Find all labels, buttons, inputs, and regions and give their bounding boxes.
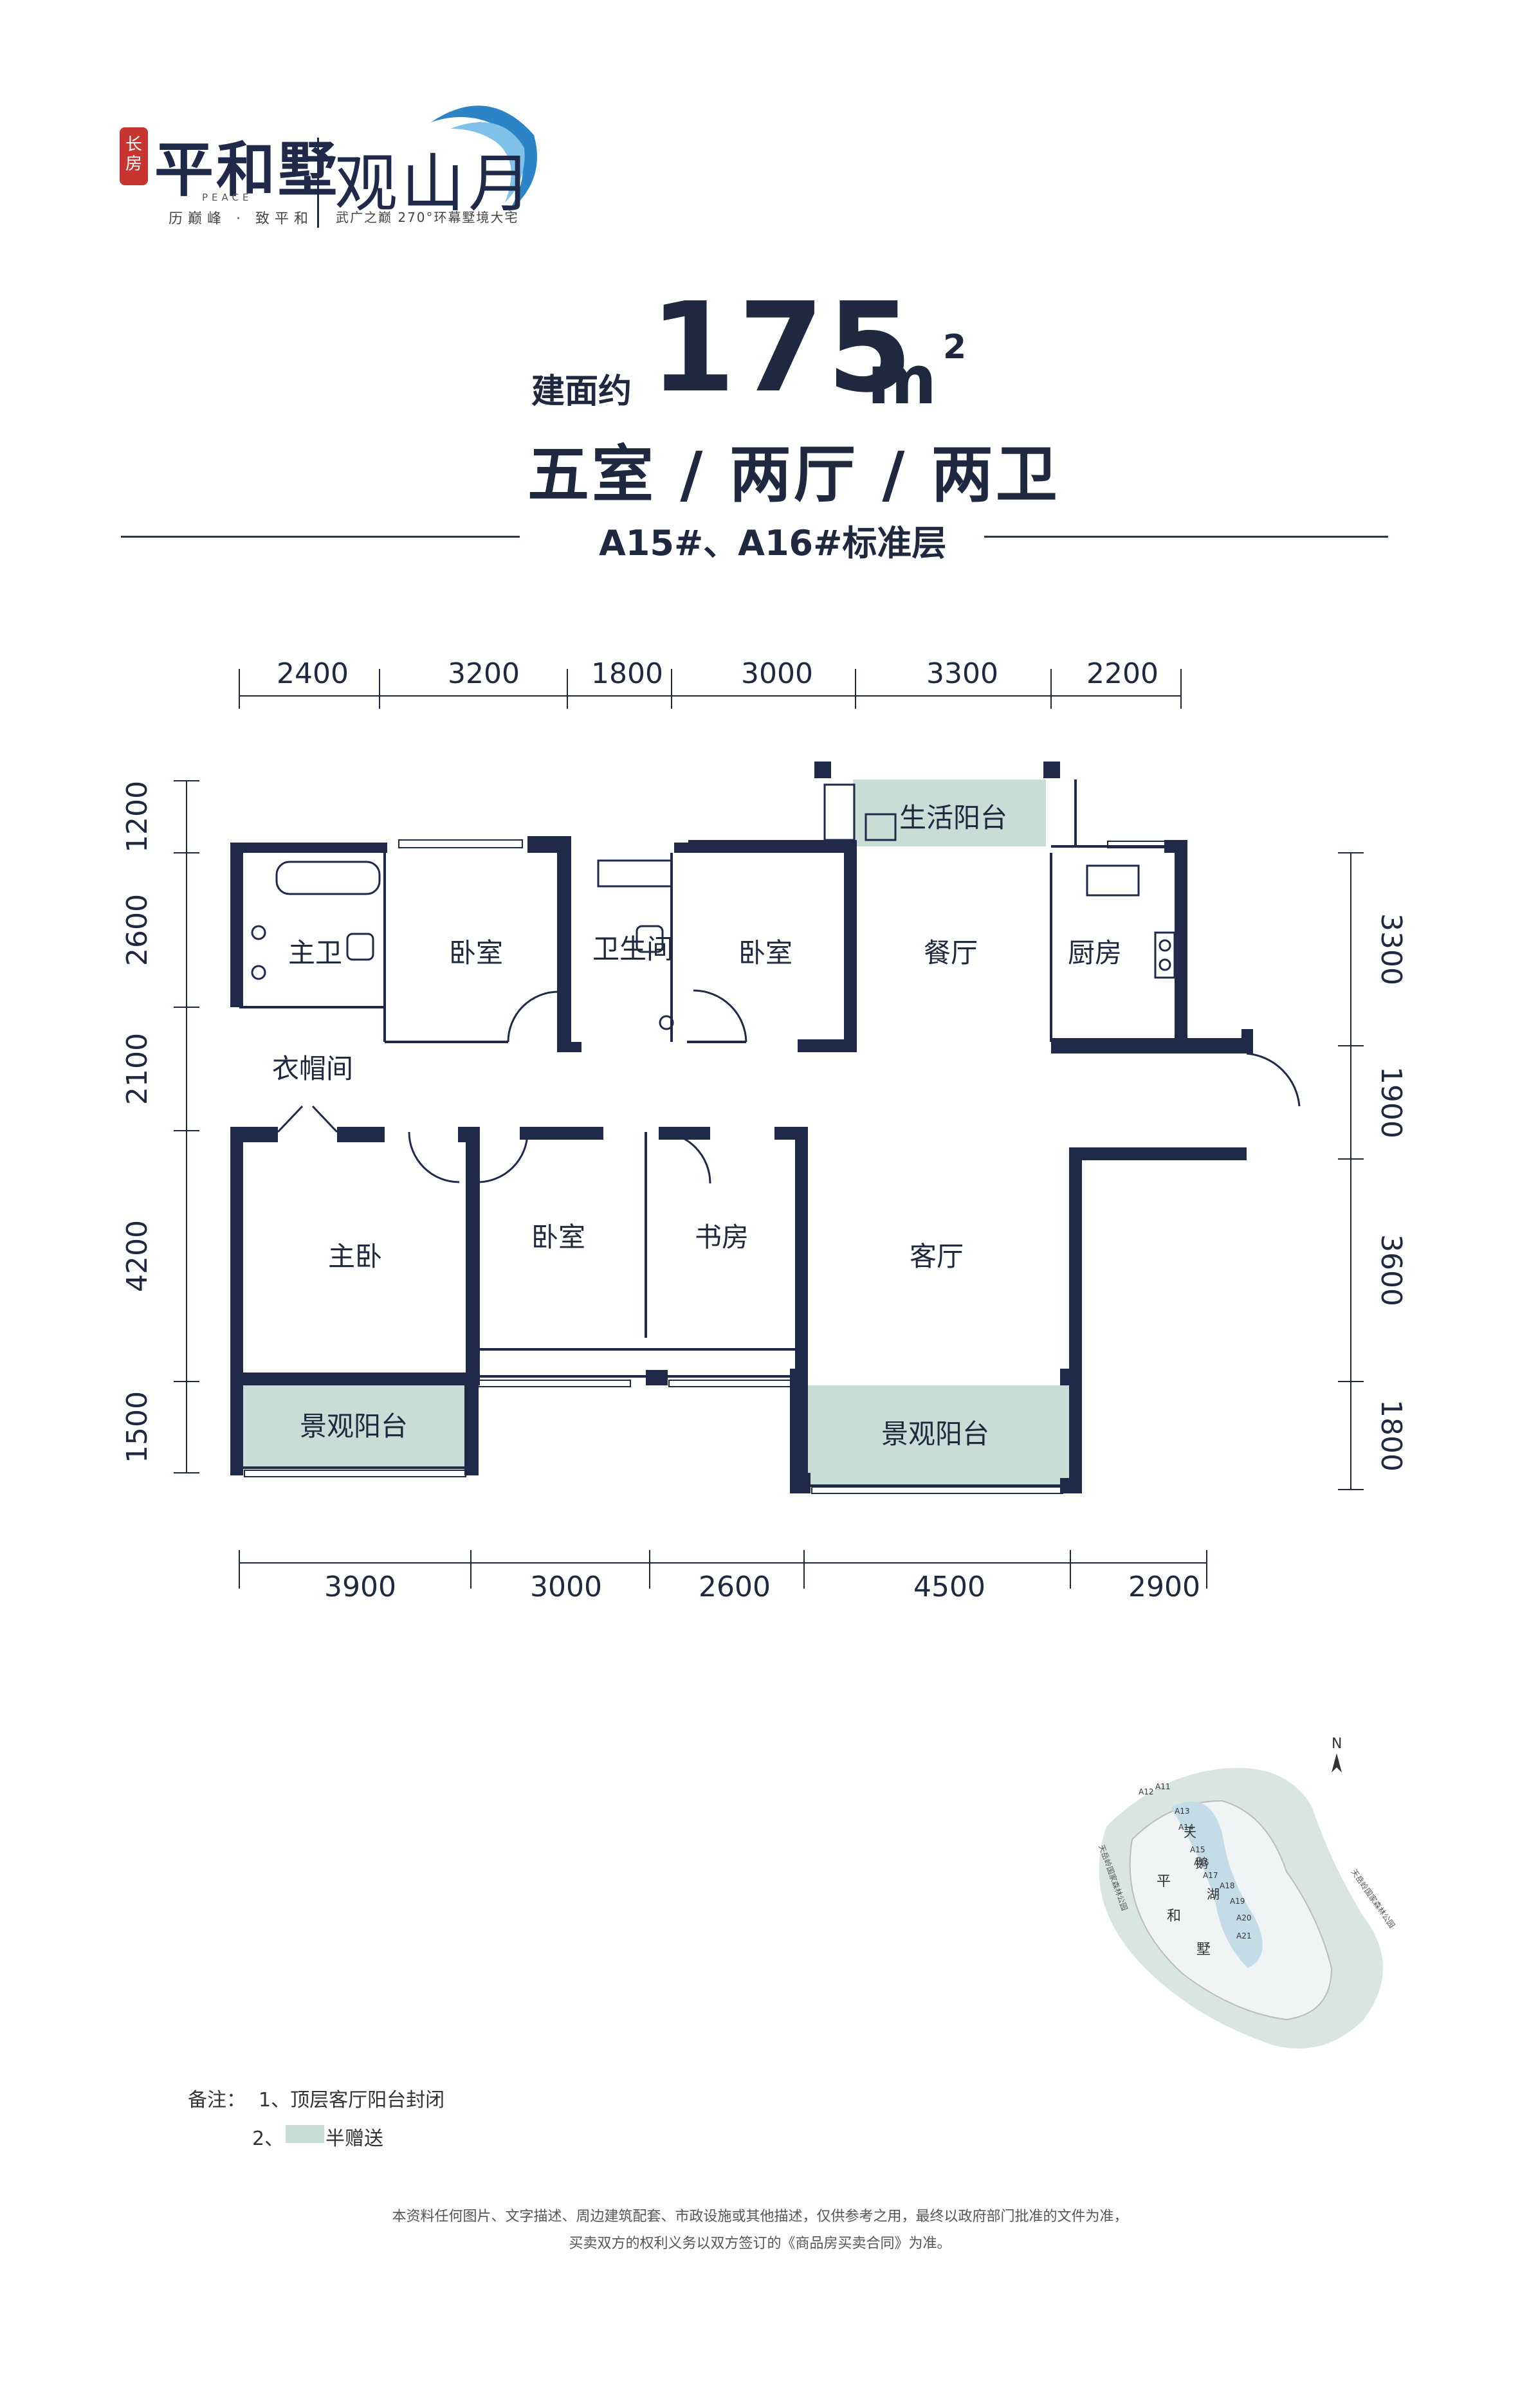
north-label: N bbox=[1332, 1736, 1342, 1752]
area-unit-sup: 2 bbox=[943, 328, 967, 367]
dim-top-1: 2400 bbox=[277, 657, 349, 690]
room-closet: 衣帽间 bbox=[272, 1053, 353, 1084]
building-label: A21 bbox=[1236, 1931, 1251, 1940]
room-study: 书房 bbox=[695, 1221, 749, 1253]
area-unit: m bbox=[867, 341, 937, 419]
half-gift-swatch bbox=[286, 2125, 324, 2143]
dimension-lines bbox=[174, 669, 1364, 1589]
dim-right-2: 1900 bbox=[1375, 1066, 1407, 1138]
building-label: A13 bbox=[1175, 1807, 1189, 1816]
building-labels: A11 A12 A13 A14 A15 A16 A17 A18 A19 A20 … bbox=[1139, 1782, 1251, 1940]
room-master-bath: 主卫 bbox=[288, 937, 342, 969]
dim-bottom-4: 4500 bbox=[913, 1571, 985, 1603]
fixtures bbox=[251, 783, 1176, 1030]
disclaimer-line-2: 买卖双方的权利义务以双方签订的《商品房买卖合同》为准。 bbox=[569, 2236, 951, 2252]
windows bbox=[244, 839, 1166, 1494]
building-label: A15 bbox=[1190, 1845, 1205, 1854]
dim-left-3: 2100 bbox=[121, 1033, 154, 1105]
building-label: A14 bbox=[1178, 1823, 1193, 1832]
project-tagline: 武广之巅 270°环幕墅境大宅 bbox=[336, 210, 519, 225]
estate-labels: 平 和 墅 bbox=[1157, 1874, 1211, 1958]
room-bedroom-1: 卧室 bbox=[449, 937, 503, 969]
room-bedroom-2: 卧室 bbox=[738, 937, 792, 969]
building-label: A20 bbox=[1236, 1913, 1251, 1922]
brand-slogan: 历巅峰 · 致平和 bbox=[169, 211, 313, 227]
dim-top-3: 1800 bbox=[591, 657, 663, 690]
dim-right-4: 1800 bbox=[1375, 1400, 1407, 1472]
room-kitchen: 厨房 bbox=[1068, 937, 1122, 969]
room-bedroom-3: 卧室 bbox=[531, 1221, 585, 1253]
notes-label: 备注： bbox=[188, 2089, 246, 2112]
dim-right-1: 3300 bbox=[1375, 913, 1407, 985]
building-label: A18 bbox=[1220, 1881, 1234, 1890]
dim-top-6: 2200 bbox=[1086, 657, 1158, 690]
dim-bottom-2: 3000 bbox=[530, 1571, 602, 1603]
brand-name-en: PEACE bbox=[202, 192, 253, 203]
dim-bottom-3: 2600 bbox=[699, 1571, 771, 1603]
room-balcony-left: 景观阳台 bbox=[300, 1410, 408, 1442]
note-item-2-number: 2、 bbox=[252, 2128, 284, 2150]
room-living: 客厅 bbox=[910, 1241, 964, 1272]
lake-area bbox=[1171, 1801, 1263, 1968]
lake-labels: 天 鹅 湖 bbox=[1184, 1825, 1220, 1902]
door-arcs bbox=[277, 989, 1301, 1184]
building-label: A17 bbox=[1203, 1871, 1218, 1880]
room-master-bedroom: 主卧 bbox=[328, 1241, 382, 1272]
building-label: A12 bbox=[1139, 1787, 1153, 1796]
room-bathroom: 卫生间 bbox=[592, 933, 673, 965]
area-prefix: 建面约 bbox=[531, 372, 632, 411]
area-value: 175 bbox=[650, 277, 915, 420]
dim-top-4: 3000 bbox=[741, 657, 813, 690]
disclaimer-line-1: 本资料任何图片、文字描述、周边建筑配套、市政设施或其他描述，仅供参考之用，最终以… bbox=[392, 2209, 1128, 2225]
building-label: A11 bbox=[1155, 1782, 1170, 1791]
dim-left-5: 1500 bbox=[121, 1391, 154, 1463]
dim-bottom-1: 3900 bbox=[324, 1571, 396, 1603]
north-arrow-icon bbox=[1332, 1753, 1342, 1773]
floor-plan: 2400 3200 1800 3000 3300 2200 3900 3000 … bbox=[121, 657, 1407, 1603]
title-rule-right bbox=[984, 536, 1388, 538]
estate-label: 平 bbox=[1157, 1874, 1171, 1890]
room-dining: 餐厅 bbox=[924, 937, 978, 969]
layout-type: 五室 / 两厅 / 两卫 bbox=[527, 439, 1060, 511]
site-map: N A11 A12 A13 A14 A15 A16 A17 A18 A19 A2… bbox=[1097, 1736, 1397, 2048]
moon-logo-icon bbox=[431, 105, 537, 212]
dim-left-4: 4200 bbox=[121, 1220, 154, 1292]
brand-name: 平和墅 bbox=[154, 135, 340, 205]
lake-label: 鹅 bbox=[1195, 1856, 1208, 1871]
room-balcony-right: 景观阳台 bbox=[881, 1418, 989, 1450]
lake-label: 天 bbox=[1184, 1825, 1196, 1840]
dim-left-2: 2600 bbox=[121, 894, 154, 966]
brand-divider bbox=[317, 138, 319, 228]
left-balcony-fill bbox=[241, 1385, 470, 1468]
dim-right-3: 3600 bbox=[1375, 1234, 1407, 1306]
project-name: 观山月 bbox=[334, 147, 536, 221]
dim-bottom-5: 2900 bbox=[1128, 1571, 1200, 1603]
dim-top-2: 3200 bbox=[448, 657, 520, 690]
room-utility-balcony: 生活阳台 bbox=[899, 802, 1007, 834]
right-balcony-fill bbox=[808, 1385, 1072, 1486]
building-label: A19 bbox=[1230, 1897, 1245, 1906]
floor-label: A15#、A16#标准层 bbox=[599, 523, 947, 563]
estate-label: 和 bbox=[1167, 1908, 1181, 1924]
building-label: A16 bbox=[1194, 1858, 1209, 1867]
estate-label: 墅 bbox=[1196, 1942, 1211, 1958]
note-item-2-text: 半赠送 bbox=[325, 2128, 383, 2150]
dim-left-1: 1200 bbox=[121, 781, 154, 853]
lake-label: 湖 bbox=[1207, 1886, 1220, 1902]
dim-top-5: 3300 bbox=[926, 657, 998, 690]
structural-walls bbox=[230, 762, 1253, 1493]
brand-seal: 长房 bbox=[120, 127, 148, 185]
utility-balcony-fill bbox=[853, 780, 1046, 846]
note-item-1: 1、顶层客厅阳台封闭 bbox=[259, 2089, 445, 2112]
title-rule-left bbox=[121, 536, 520, 538]
